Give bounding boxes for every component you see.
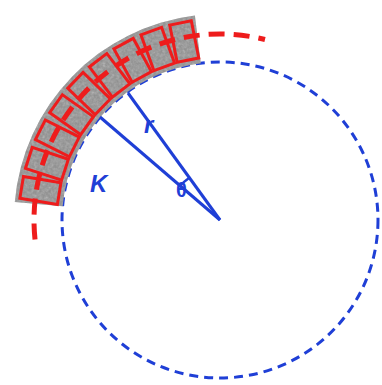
- cell-box: [35, 120, 79, 157]
- r-label: r: [144, 113, 153, 137]
- k-line: [100, 117, 220, 220]
- blue-dashed-circle: [62, 62, 378, 378]
- r-line: [128, 93, 220, 220]
- theta-label: θ: [176, 180, 187, 200]
- k-label: K: [90, 172, 107, 196]
- red-dashed-arc: [34, 34, 265, 239]
